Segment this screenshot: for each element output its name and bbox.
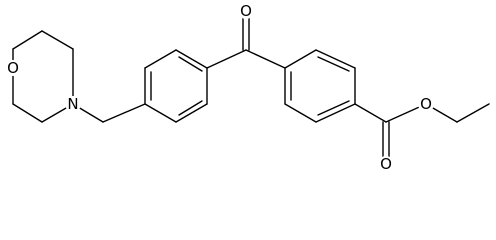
bond	[354, 103, 387, 123]
ketone-group	[206, 15, 286, 69]
aromatic-inner-bond	[317, 56, 350, 72]
bond	[175, 103, 208, 123]
benzene-ring-right	[284, 49, 356, 123]
bond	[284, 103, 317, 123]
aromatic-inner-bond	[178, 100, 203, 116]
bond	[315, 103, 356, 123]
bond	[144, 49, 177, 69]
bond	[12, 103, 43, 123]
bond	[175, 49, 208, 69]
morpholine-ring	[12, 30, 74, 123]
benzene-ring-left	[144, 49, 208, 123]
atom-label-morpholine-oxygen: O	[5, 59, 21, 77]
atom-symbol: O	[240, 2, 252, 20]
atom-label-morpholine-nitrogen: N	[65, 95, 81, 113]
atom-symbol: N	[67, 95, 78, 113]
atom-label-ketone-oxygen: O	[238, 2, 254, 20]
bond	[41, 30, 74, 50]
aromatic-inner-bond	[178, 56, 203, 72]
bond	[12, 30, 43, 50]
atom-label-ester-carbonyl-oxygen: O	[378, 155, 394, 173]
bond	[206, 49, 247, 69]
aromatic-inner-bond	[317, 100, 350, 116]
atom-symbol: O	[420, 95, 432, 113]
chemical-structure-diagram: O N O O O	[5, 2, 490, 173]
bond	[315, 49, 356, 69]
atom-label-ester-ether-oxygen: O	[418, 95, 434, 113]
bond	[245, 49, 286, 69]
bond	[456, 103, 490, 123]
bond	[102, 103, 146, 123]
bond	[284, 49, 317, 69]
methylene-linker	[72, 103, 146, 123]
bond	[144, 103, 177, 123]
atom-symbol: O	[7, 59, 19, 77]
atom-symbol: O	[380, 155, 392, 173]
